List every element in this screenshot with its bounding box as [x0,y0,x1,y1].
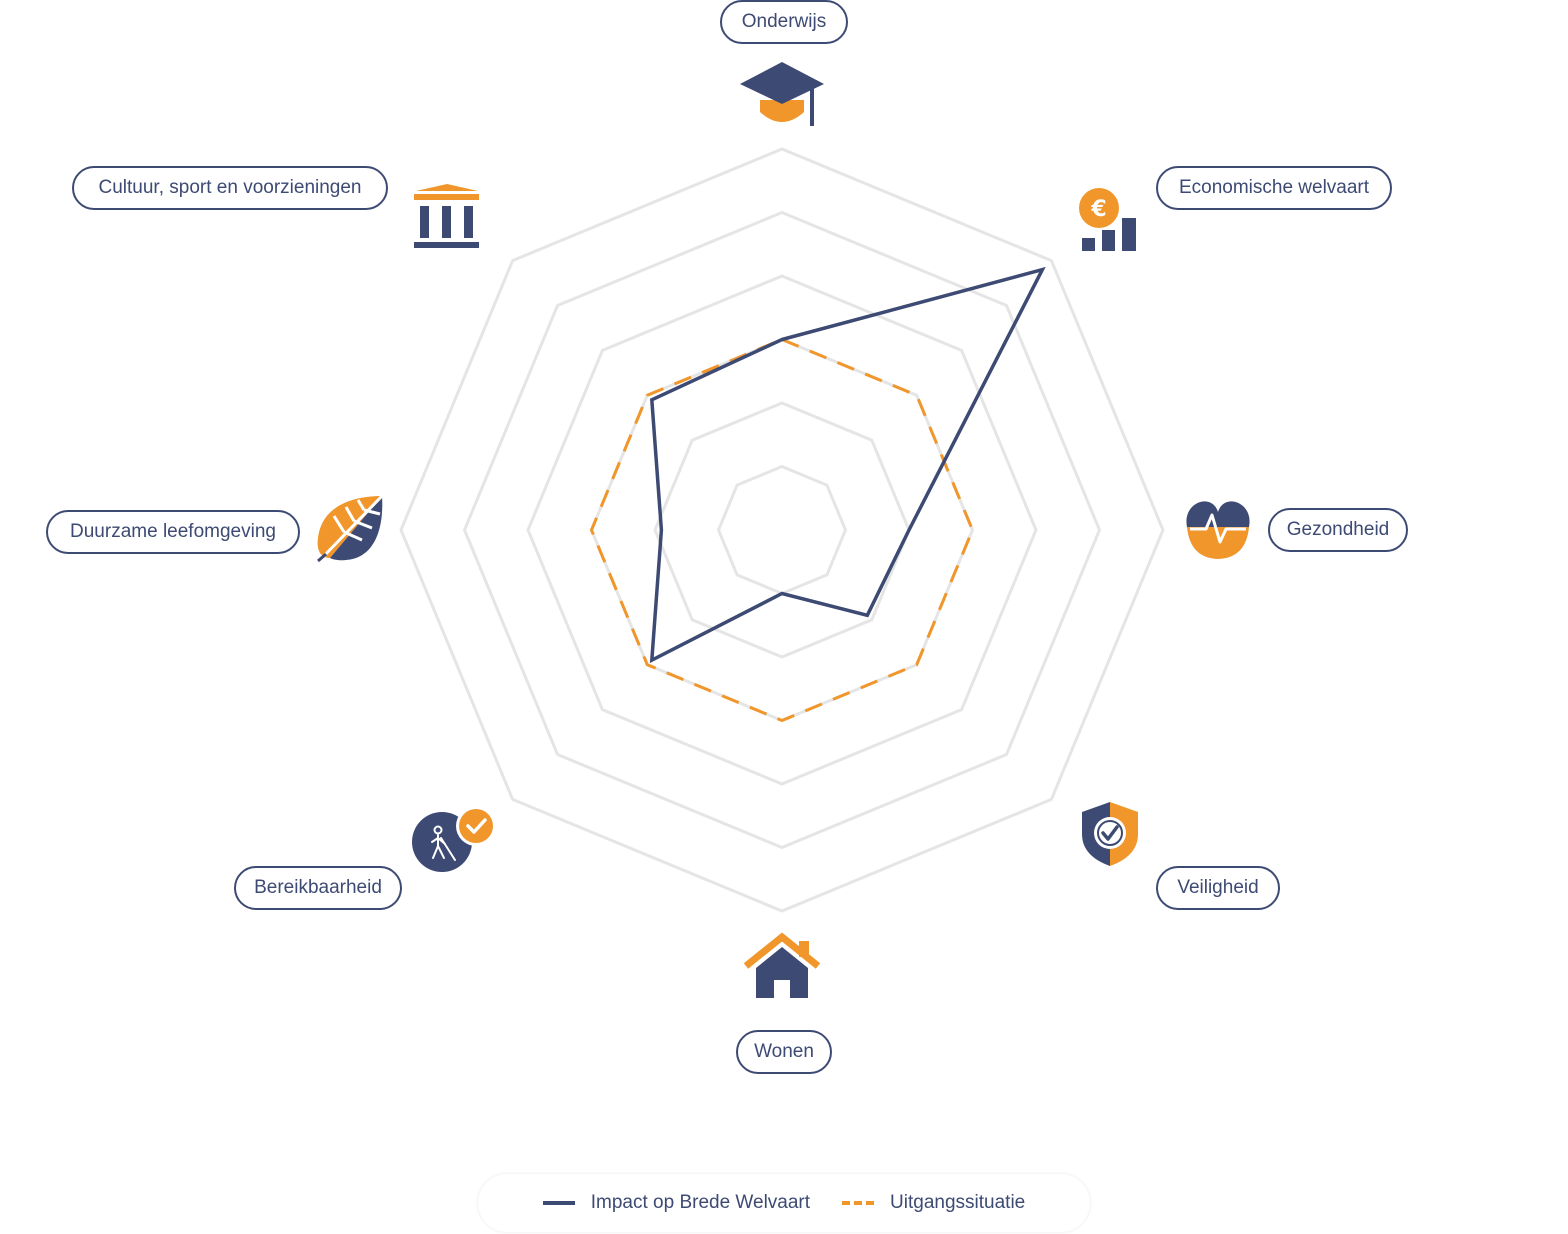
axis-label-onderwijs: Onderwijs [720,0,848,44]
legend-label-impact: Impact op Brede Welvaart [590,1192,811,1213]
chart-legend: Impact op Brede Welvaart Uitgangssituati… [478,1174,1090,1232]
series-impact [649,266,1046,664]
graduation-cap-icon [740,62,824,126]
axis-label-duurzame-leefomgeving: Duurzame leefomgeving [46,510,300,554]
axis-label-veiligheid: Veiligheid [1156,866,1280,910]
axis-label-gezondheid: Gezondheid [1268,508,1408,552]
house-icon [743,932,821,998]
legend-item-impact: Impact op Brede Welvaart [542,1192,811,1214]
series-uitgangssituatie [589,337,975,723]
legend-swatch-solid [542,1201,575,1205]
axis-label-cultuur-sport-voorzieningen: Cultuur, sport en voorzieningen [72,166,388,210]
grid-ring-4 [526,274,1038,786]
grid-ring-1 [716,464,848,596]
grid-ring-5 [462,210,1102,850]
shield-check-icon [1082,802,1138,866]
legend-label-uitgangssituatie: Uitgangssituatie [890,1192,1026,1213]
grid-layer [399,147,1165,913]
legend-swatch-dashed [842,1201,875,1205]
series-layer [589,266,1046,723]
svg-text:€: € [1090,197,1106,222]
legend-item-uitgangssituatie: Uitgangssituatie [842,1192,1025,1214]
axis-label-wonen: Wonen [736,1030,832,1074]
axis-label-economische-welvaart: Economische welvaart [1156,166,1392,210]
axis-label-bereikbaarheid: Bereikbaarheid [234,866,402,910]
heart-pulse-icon [1186,501,1250,559]
grid-ring-3 [589,337,975,723]
museum-icon [414,184,479,248]
leaf-icon [317,494,384,563]
euro-bar-chart-icon: € [1079,188,1136,251]
grid-ring-6 [399,147,1165,913]
accessibility-check-icon [412,806,496,872]
grid-ring-2 [653,401,911,659]
